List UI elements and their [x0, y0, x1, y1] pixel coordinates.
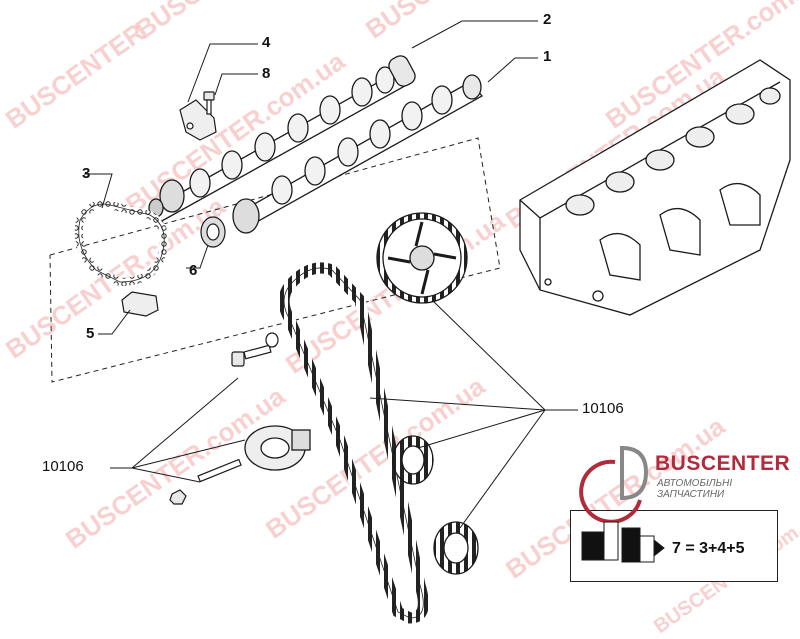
kit-boundary-dashed [49, 137, 501, 383]
oil-seal [200, 216, 226, 248]
brand-logo-name: BUSCENTER [655, 452, 791, 475]
kit-parts-icon [581, 521, 665, 563]
chain-tensioner-bracket [179, 99, 217, 141]
brand-logo-tagline: АВТОМОБІЛЬНІ ЗАПЧАСТИНИ [657, 478, 733, 500]
camshaft-intake [232, 74, 484, 234]
callout-2: 2 [543, 11, 552, 28]
bolt-8 [203, 91, 215, 115]
cylinder-head [519, 59, 791, 316]
ref-10106-right: 10106 [582, 400, 624, 417]
crankshaft-gear [433, 521, 479, 575]
callout-5: 5 [86, 325, 95, 342]
stud-bolt [197, 458, 242, 483]
callout-6: 6 [189, 262, 198, 279]
tensioner-pulley [244, 425, 311, 471]
idler-pulley [392, 435, 434, 485]
ref-10106-left: 10106 [42, 458, 84, 475]
camshaft-exhaust [148, 55, 416, 223]
tensioner-bolt [231, 344, 272, 367]
callout-4: 4 [262, 34, 271, 51]
callout-8: 8 [262, 65, 271, 82]
logo-mark [579, 446, 649, 524]
chain-guide [121, 291, 159, 317]
nut [169, 489, 187, 505]
camshaft-pulley [376, 212, 468, 304]
parts-diagram [49, 20, 791, 624]
kit-formula: 7 = 3+4+5 [672, 540, 745, 557]
leader-lines [84, 20, 578, 529]
washer [265, 332, 279, 348]
callout-1: 1 [543, 48, 552, 65]
